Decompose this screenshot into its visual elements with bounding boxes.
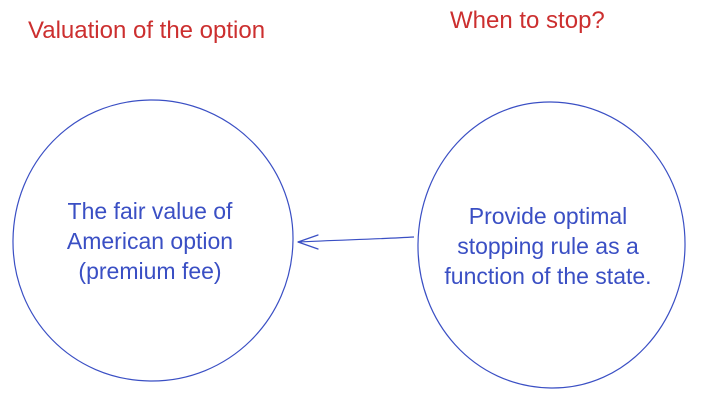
left-node-label: The fair value of American option (premi…: [30, 196, 270, 286]
edge-arrow-line: [297, 236, 415, 243]
edge-arrowhead: [297, 234, 319, 250]
left-node-line-3: (premium fee): [78, 258, 222, 284]
right-node-line-1: Provide optimal: [468, 203, 628, 229]
right-node-circle: [417, 101, 686, 389]
left-node-circle: [12, 99, 294, 382]
when-to-stop-heading: When to stop?: [450, 7, 605, 34]
left-node-line-2: American option: [66, 228, 234, 254]
valuation-heading: Valuation of the option: [28, 17, 266, 44]
right-node-label: Provide optimal stopping rule as a funct…: [428, 201, 668, 291]
left-node-line-1: The fair value of: [67, 198, 233, 224]
right-node-line-3: function of the state.: [444, 263, 652, 289]
right-node-line-2: stopping rule as a: [457, 233, 639, 259]
